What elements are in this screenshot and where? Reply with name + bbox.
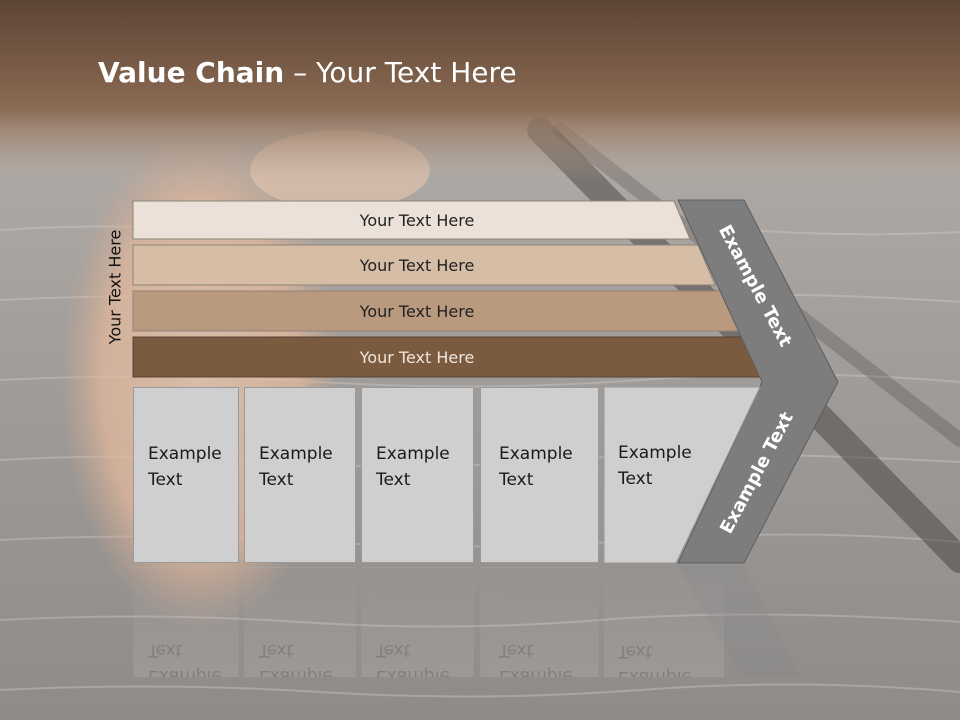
title-rest: – Your Text Here bbox=[284, 56, 517, 89]
box-5-reflection-line2: Text bbox=[618, 641, 653, 661]
box-3-reflection-line2: Text bbox=[376, 640, 411, 660]
chevron-shape bbox=[677, 199, 839, 564]
box-2-line2: Text bbox=[259, 470, 294, 490]
box-4-line2: Text bbox=[499, 470, 534, 490]
title-bold: Value Chain bbox=[98, 56, 285, 89]
box-5-line2: Text bbox=[618, 469, 653, 489]
chevron-reflection bbox=[678, 566, 800, 676]
box-3-line1: Example bbox=[376, 444, 450, 464]
box-2-reflection-text: Example Text bbox=[259, 637, 356, 677]
box-3-line2: Text bbox=[376, 470, 411, 490]
box-4-line1: Example bbox=[499, 444, 573, 464]
box-1-reflection: Example Text bbox=[133, 567, 239, 677]
bar-3-label: Your Text Here bbox=[359, 301, 475, 321]
bar-4-label: Your Text Here bbox=[359, 347, 475, 367]
box-2-reflection-line2: Text bbox=[259, 640, 294, 660]
box-5-line1: Example bbox=[618, 443, 692, 463]
box-2-line1: Example bbox=[259, 444, 333, 464]
box-4-reflection-line1: Example bbox=[499, 666, 573, 677]
bar-1-shape bbox=[132, 200, 691, 240]
box-1-reflection-line1: Example bbox=[148, 666, 222, 677]
box-3-reflection-text: Example Text bbox=[376, 637, 474, 677]
box-3-reflection: Example Text bbox=[361, 567, 474, 677]
box-2-reflection-line1: Example bbox=[259, 666, 333, 677]
box-4-reflection-text: Example Text bbox=[499, 637, 599, 677]
box-1-line2: Text bbox=[148, 470, 183, 490]
box-4-reflection: Example Text bbox=[480, 567, 599, 677]
box-5-reflection: Example Text bbox=[604, 567, 724, 677]
bar-2-shape bbox=[132, 244, 716, 286]
box-5-shape bbox=[603, 386, 761, 564]
slide-title: Value Chain – Your Text Here bbox=[98, 56, 517, 89]
box-3-reflection-line1: Example bbox=[376, 666, 450, 677]
box-5-reflection-text: Example Text bbox=[618, 638, 718, 677]
box-1-reflection-line2: Text bbox=[148, 640, 183, 660]
box-1-line1: Example bbox=[148, 444, 222, 464]
box-1-reflection-text: Example Text bbox=[148, 637, 239, 677]
bar-2-label: Your Text Here bbox=[359, 255, 475, 275]
bar-1-label: Your Text Here bbox=[359, 210, 475, 230]
box-2-reflection: Example Text bbox=[244, 567, 356, 677]
box-5-reflection-line1: Example bbox=[618, 667, 692, 677]
box-4-reflection-line2: Text bbox=[499, 640, 534, 660]
